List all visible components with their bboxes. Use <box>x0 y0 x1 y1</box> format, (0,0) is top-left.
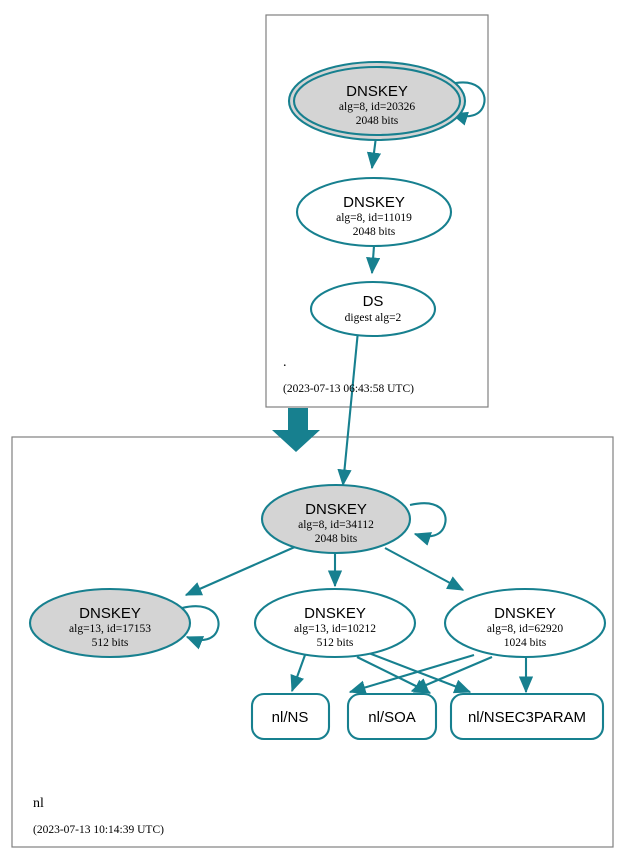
node-line2: alg=8, id=20326 <box>339 101 415 113</box>
edge-ds-to-nl-ksk <box>337 330 360 487</box>
node-rrset-nl-ns[interactable]: nl/NS <box>250 692 331 741</box>
zone-label-root: . <box>283 355 287 370</box>
node-line3: 2048 bits <box>353 226 396 238</box>
edge-nl-ksk-to-key-62920 <box>384 547 465 591</box>
node-line3: 2048 bits <box>356 115 399 127</box>
node-line3: 1024 bits <box>504 637 547 649</box>
zone-label-nl: nl <box>33 796 44 811</box>
edge-key-62920-to-rr-soa <box>410 656 493 692</box>
node-dnskey-17153[interactable]: DNSKEY alg=13, id=17153 512 bits <box>28 587 192 659</box>
node-line2: alg=13, id=10212 <box>294 623 376 635</box>
node-title: DNSKEY <box>343 194 405 211</box>
node-dnskey-10212[interactable]: DNSKEY alg=13, id=10212 512 bits <box>253 587 417 659</box>
node-line2: alg=13, id=17153 <box>69 623 151 635</box>
node-title: nl/NS <box>272 709 309 726</box>
edge-root-ksk-to-root-zsk <box>366 136 382 170</box>
node-line3: 512 bits <box>317 637 354 649</box>
node-dnskey-11019[interactable]: DNSKEY alg=8, id=11019 2048 bits <box>295 176 453 248</box>
zone-timestamp-root: (2023-07-13 06:43:58 UTC) <box>283 383 414 395</box>
node-line2: alg=8, id=11019 <box>336 212 412 224</box>
node-line2: alg=8, id=62920 <box>487 623 563 635</box>
node-title: DNSKEY <box>305 501 367 518</box>
node-title: DS <box>363 293 384 310</box>
node-dnskey-20326[interactable]: DNSKEY alg=8, id=20326 2048 bits <box>287 60 467 142</box>
edge-nl-ksk-to-key-17153 <box>184 545 298 596</box>
node-ds-root[interactable]: DS digest alg=2 <box>309 280 437 338</box>
node-title: DNSKEY <box>304 605 366 622</box>
node-line3: 2048 bits <box>315 533 358 545</box>
zone-timestamp-nl: (2023-07-13 10:14:39 UTC) <box>33 824 164 836</box>
node-dnskey-62920[interactable]: DNSKEY alg=8, id=62920 1024 bits <box>443 587 607 659</box>
edge-key-62920-to-rr-ns <box>348 653 475 695</box>
edge-self-loop-nl-ksk <box>409 502 447 546</box>
node-line2: digest alg=2 <box>345 312 402 324</box>
node-line2: alg=8, id=34112 <box>298 519 374 531</box>
node-title: nl/NSEC3PARAM <box>468 709 586 726</box>
node-title: DNSKEY <box>494 605 556 622</box>
edge-root-zsk-to-ds <box>366 245 381 275</box>
node-rrset-nl-soa[interactable]: nl/SOA <box>346 692 438 741</box>
node-title: DNSKEY <box>79 605 141 622</box>
node-dnskey-34112[interactable]: DNSKEY alg=8, id=34112 2048 bits <box>260 483 412 555</box>
node-title: DNSKEY <box>346 83 408 100</box>
node-rrset-nl-nsec3param[interactable]: nl/NSEC3PARAM <box>449 692 605 741</box>
edge-self-loop-nl-key-17153 <box>181 605 220 650</box>
node-title: nl/SOA <box>368 709 416 726</box>
edge-self-loop-root-ksk <box>446 81 486 126</box>
edge-zone-delegation-root-to-nl <box>272 408 320 452</box>
node-line3: 512 bits <box>92 637 129 649</box>
edge-key-10212-to-rr-ns <box>290 654 306 693</box>
